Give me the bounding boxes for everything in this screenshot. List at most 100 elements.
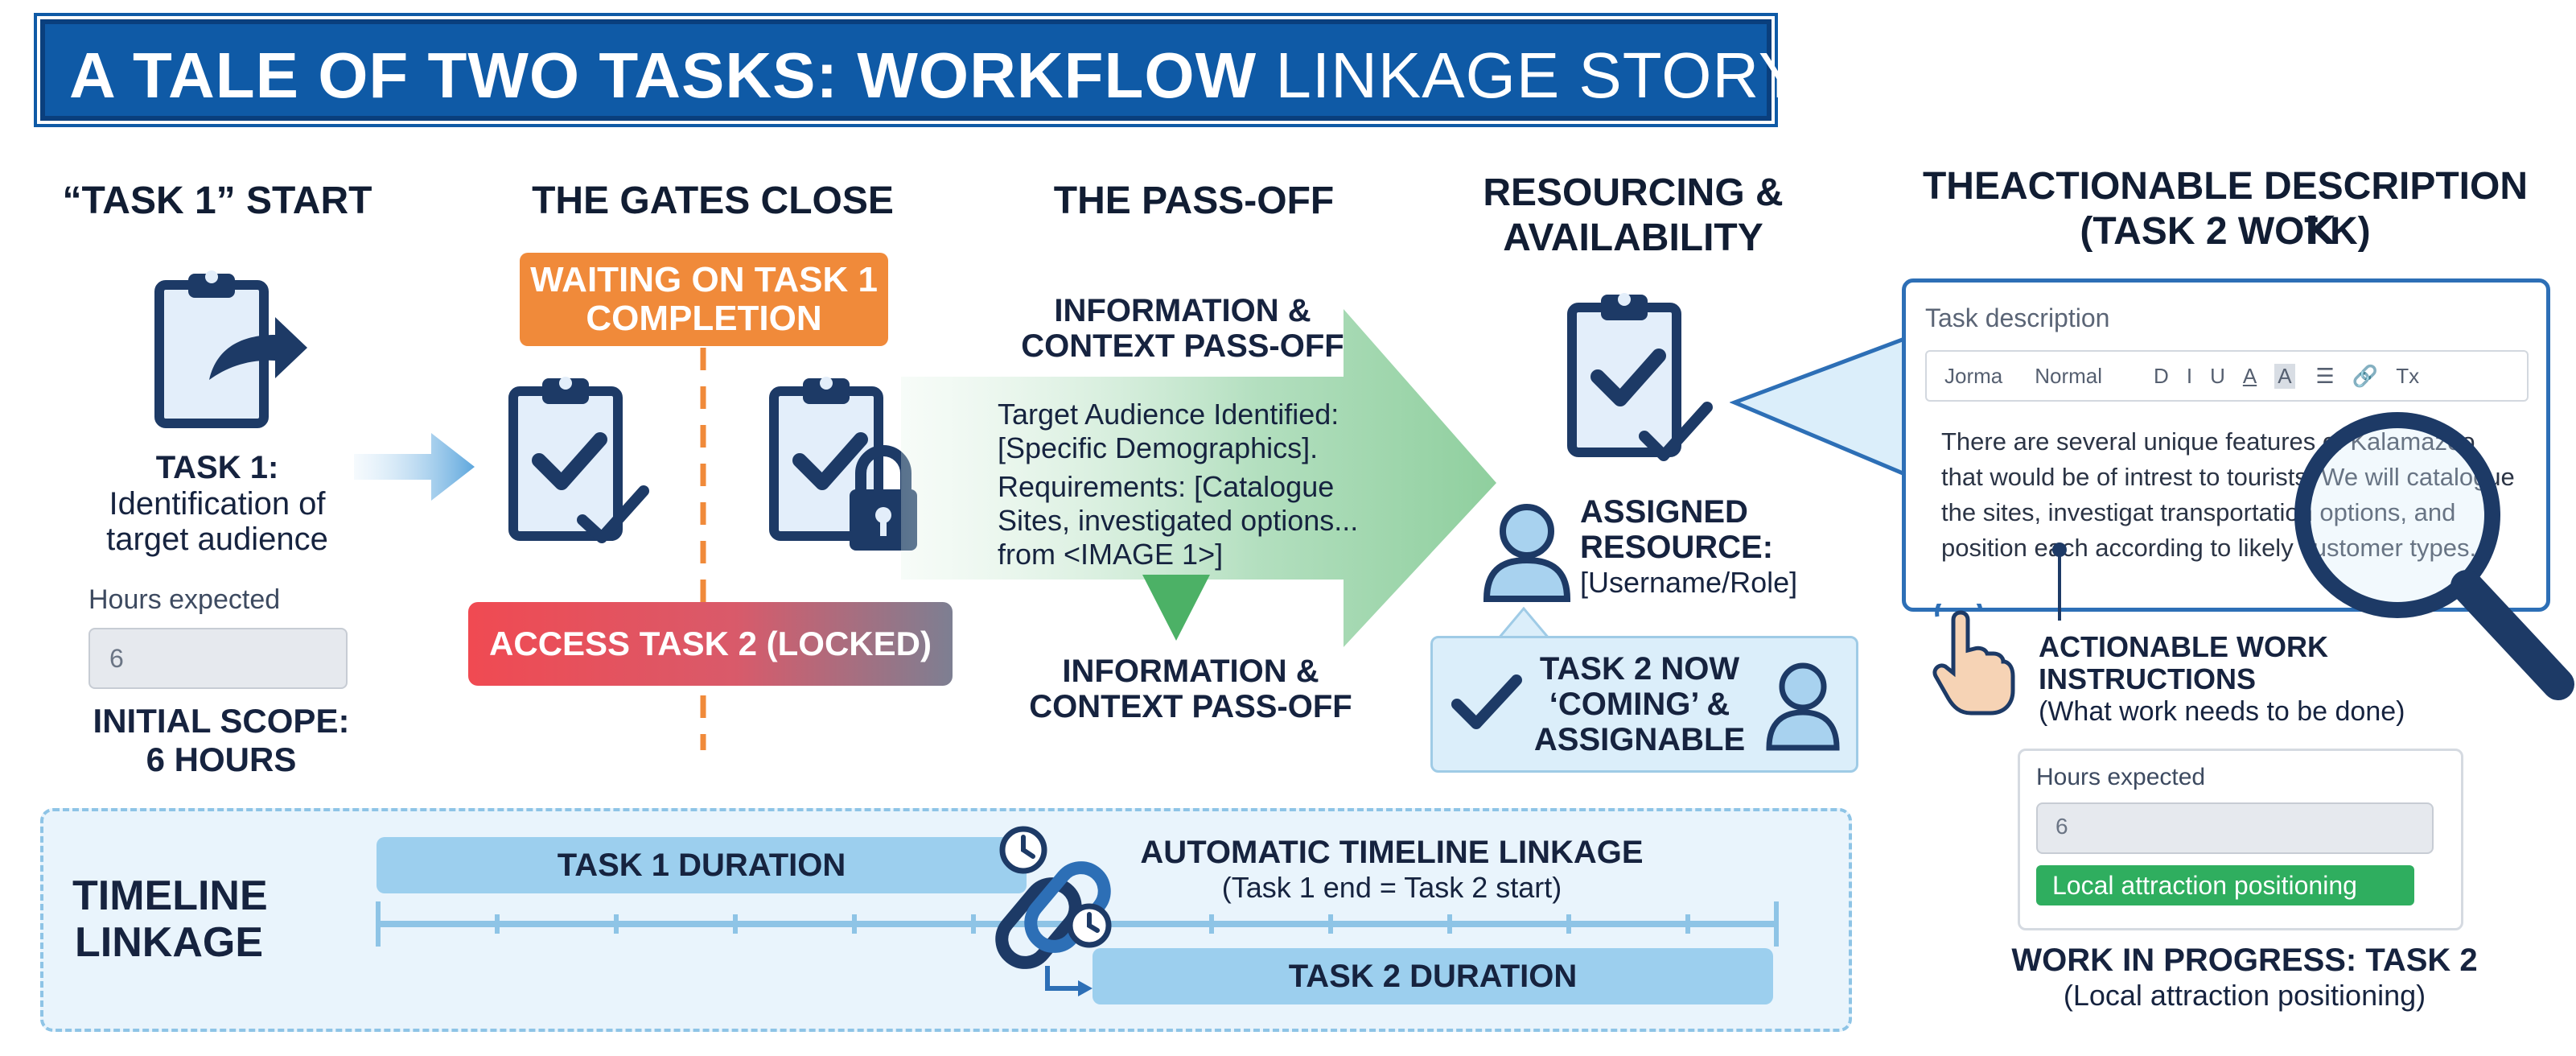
passoff-details: Target Audience Identified: [Specific De… bbox=[998, 398, 1448, 571]
task1-hours-field[interactable]: 6 bbox=[88, 628, 348, 689]
task1-duration-bar: TASK 1 DURATION bbox=[377, 837, 1027, 893]
checkmark-icon bbox=[1451, 674, 1522, 729]
passoff-bottom-label: INFORMATION & CONTEXT PASS-OFF bbox=[981, 654, 1400, 724]
auto-linkage-line1: AUTOMATIC TIMELINE LINKAGE bbox=[1140, 835, 1644, 870]
text-cursor-marker bbox=[2052, 542, 2067, 621]
toolbar-underline-button[interactable]: U bbox=[2210, 363, 2225, 388]
editor-line4: position each according to likely custom… bbox=[1941, 534, 2477, 562]
passoff-top-line2: CONTEXT PASS-OFF bbox=[1021, 328, 1344, 364]
clipboard-check-icon bbox=[508, 377, 649, 543]
initial-scope-line2: 6 HOURS bbox=[146, 740, 297, 778]
resourcing-header: RESOURCING & AVAILABILITY bbox=[1448, 171, 1818, 261]
access-task2-locked-button[interactable]: ACCESS TASK 2 (LOCKED) bbox=[468, 602, 953, 686]
clipboard-lock-icon bbox=[769, 377, 917, 551]
wip-line2: (Local attraction positioning) bbox=[2063, 979, 2426, 1012]
timeline-label-line2: LINKAGE bbox=[75, 919, 263, 966]
auto-linkage-line2: (Task 1 end = Task 2 start) bbox=[1221, 871, 1562, 904]
title-thin: LINKAGE STORY bbox=[1275, 39, 1803, 111]
passoff-bottom-line2: CONTEXT PASS-OFF bbox=[1029, 689, 1352, 724]
timeline-label-line1: TIMELINE bbox=[72, 872, 268, 919]
task2-hours-field[interactable]: 6 bbox=[2036, 802, 2434, 854]
passoff-line4: Sites, investigated options... bbox=[998, 504, 1359, 537]
toolbar-font-select[interactable]: Jorma bbox=[1944, 363, 2003, 388]
passoff-arrow-icon bbox=[901, 309, 1496, 647]
instr-line2: INSTRUCTIONS bbox=[2039, 662, 2256, 695]
gate-divider bbox=[700, 348, 706, 750]
assign-box-pointer bbox=[1498, 607, 1549, 639]
toolbar-highlight-button[interactable]: A bbox=[2274, 363, 2295, 389]
task2-assignable-box: TASK 2 NOW ‘COMING’ & ASSIGNABLE bbox=[1430, 636, 1858, 773]
flow-arrow-right-icon bbox=[354, 433, 475, 501]
clipboard-arrow-icon bbox=[154, 270, 307, 428]
task2-assignable-text: TASK 2 NOW ‘COMING’ & ASSIGNABLE bbox=[1531, 651, 1748, 757]
task2-hours-card: Hours expected 6 Local attraction positi… bbox=[2018, 749, 2463, 930]
passoff-bottom-line1: INFORMATION & bbox=[1062, 654, 1319, 689]
actionable-header-line2: (TASK 2 WOꝀK) bbox=[2080, 210, 2371, 253]
assignable-line3: ASSIGNABLE bbox=[1533, 722, 1746, 757]
list-icon[interactable]: ☰ bbox=[2315, 363, 2335, 388]
actionable-description-header: THEACTIONABLE DESCRIPTION (TASK 2 WOꝀK) bbox=[1887, 164, 2563, 254]
passoff-line3: Requirements: [Catalogue bbox=[998, 470, 1335, 503]
pointer-hand-icon bbox=[1932, 604, 2015, 716]
passoff-header: THE PASS-OFF bbox=[1053, 179, 1335, 222]
assigned-resource: ASSIGNED RESOURCE: [Username/Role] bbox=[1580, 494, 1821, 600]
actionable-header-line1: THEACTIONABLE DESCRIPTION bbox=[1922, 165, 2528, 208]
task1-hours-label: Hours expected bbox=[88, 584, 281, 615]
task1-desc-line1: Identification of bbox=[109, 486, 326, 522]
passoff-line1: Target Audience Identified: bbox=[998, 398, 1339, 431]
instr-line1: ACTIONABLE WORK bbox=[2039, 630, 2328, 663]
assigned-user: [Username/Role] bbox=[1580, 566, 1798, 599]
resourcing-line2: AVAILABILITY bbox=[1503, 217, 1763, 259]
title-bold: A TALE OF TWO TASKS: WORKFLOW bbox=[69, 39, 1257, 111]
timeline-label: TIMELINE LINKAGE bbox=[72, 872, 268, 966]
clipboard-approved-icon bbox=[1567, 293, 1713, 461]
work-in-progress: WORK IN PROGRESS: TASK 2 (Local attracti… bbox=[1987, 942, 2502, 1013]
wip-line1: WORK IN PROGRESS: TASK 2 bbox=[2011, 943, 2478, 978]
toolbar-italic-button[interactable]: I bbox=[2186, 363, 2193, 388]
actionable-instructions: ACTIONABLE WORK INSTRUCTIONS (What work … bbox=[2039, 631, 2489, 728]
waiting-line2: COMPLETION bbox=[586, 299, 822, 338]
editor-line3: the sites, investigat transportation opt… bbox=[1941, 498, 2456, 526]
waiting-line1: WAITING ON TASK 1 bbox=[530, 260, 878, 299]
editor-body[interactable]: There are several unique features of Kal… bbox=[1941, 424, 2520, 566]
gates-close-header: THE GATES CLOSE bbox=[532, 179, 894, 222]
editor-line2: that would be of intrest to tourists. We… bbox=[1941, 463, 2515, 491]
passoff-line2: [Specific Demographics]. bbox=[998, 431, 1319, 464]
passoff-top-line1: INFORMATION & bbox=[1054, 293, 1311, 328]
task2-duration-bar: TASK 2 DURATION bbox=[1093, 948, 1773, 1004]
task1-start-header: “TASK 1” START bbox=[62, 179, 372, 222]
magnifier-icon bbox=[2294, 412, 2574, 700]
page-title: A TALE OF TWO TASKS: WORKFLOW LINKAGE ST… bbox=[69, 39, 1802, 113]
resourcing-line1: RESOURCING & bbox=[1483, 171, 1784, 214]
assigned-line1: ASSIGNED bbox=[1580, 494, 1748, 530]
link-icon[interactable]: 🔗 bbox=[2352, 363, 2379, 388]
editor-toolbar: Jorma Normal D I U A A ☰ 🔗 Tx bbox=[1925, 350, 2529, 402]
toolbar-bold-button[interactable]: D bbox=[2154, 363, 2169, 388]
editor-line1: There are several unique features of Kal… bbox=[1941, 427, 2475, 456]
toolbar-color-button[interactable]: A bbox=[2242, 363, 2257, 388]
task1-desc-line2: target audience bbox=[106, 522, 328, 557]
instr-line3: (What work needs to be done) bbox=[2039, 696, 2405, 727]
chain-link-icon bbox=[995, 826, 1112, 996]
task-description-editor[interactable]: Task description Jorma Normal D I U A A … bbox=[1902, 278, 2550, 621]
initial-scope: INITIAL SCOPE: 6 HOURS bbox=[64, 702, 378, 779]
callout-pointer bbox=[1730, 336, 1907, 477]
task1-description: TASK 1: Identification of target audienc… bbox=[64, 449, 370, 557]
passoff-line5: from <IMAGE 1>] bbox=[998, 538, 1224, 571]
assignee-avatar-icon bbox=[1766, 662, 1840, 751]
title-bar: A TALE OF TWO TASKS: WORKFLOW LINKAGE ST… bbox=[40, 19, 1801, 121]
user-avatar-icon bbox=[1483, 504, 1571, 602]
task1-label: TASK 1: bbox=[155, 450, 279, 485]
passoff-top-label: INFORMATION & CONTEXT PASS-OFF bbox=[981, 293, 1384, 364]
toolbar-clear-format-button[interactable]: Tx bbox=[2396, 363, 2420, 388]
task2-hours-label: Hours expected bbox=[2036, 764, 2206, 790]
initial-scope-line1: INITIAL SCOPE: bbox=[93, 702, 350, 740]
toolbar-style-select[interactable]: Normal bbox=[2035, 363, 2103, 388]
waiting-badge: WAITING ON TASK 1 COMPLETION bbox=[520, 253, 888, 346]
editor-title: Task description bbox=[1925, 303, 2110, 332]
automatic-timeline-linkage: AUTOMATIC TIMELINE LINKAGE (Task 1 end =… bbox=[1118, 834, 1665, 905]
assigned-line2: RESOURCE: bbox=[1580, 530, 1774, 565]
assignable-line1: TASK 2 NOW bbox=[1539, 651, 1740, 687]
assignable-line2: ‘COMING’ & bbox=[1549, 687, 1730, 722]
local-attraction-tag[interactable]: Local attraction positioning bbox=[2036, 865, 2414, 905]
